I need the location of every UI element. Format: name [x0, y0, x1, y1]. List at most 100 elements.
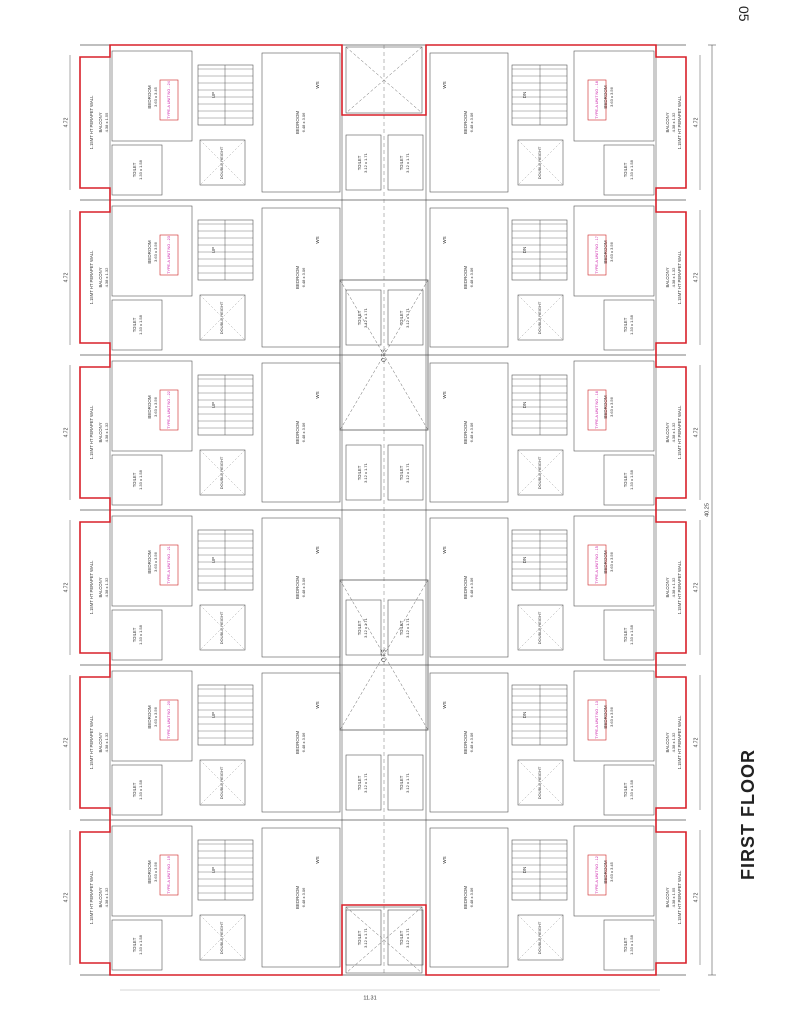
toilet-label: TOILET [623, 627, 628, 642]
double-height-label: DOUBLE HEIGHT [219, 766, 224, 799]
void-cross [199, 604, 246, 651]
center-toilet-label: TOILET [357, 775, 362, 790]
center-toilet-label: TOILET [399, 620, 404, 635]
unit-type-label: TYPE-A UNIT NO - 18 [595, 81, 599, 119]
stair-up-label: UP [211, 247, 216, 253]
balcony-parapet-label: 1.15MT HT PERAPET WALL [89, 715, 94, 770]
void-cross [199, 759, 246, 806]
bedroom-label: BEDROOM [147, 85, 152, 109]
center-toilet-outline [345, 444, 382, 501]
unit-type-tag [159, 389, 179, 431]
center-bedroom-size-label: 6.48 x 3.06 [301, 887, 306, 908]
center-bedroom-outline [261, 672, 341, 813]
center-toilet-size-label: 3.12 x 1.71 [363, 307, 368, 328]
double-height-void [199, 759, 246, 806]
center-bedroom-label: BEDROOM [463, 886, 468, 910]
bedroom-size-label: 3.63 x 3.45 [609, 861, 614, 882]
toilet-size-label: 1.33 x 1.58 [138, 469, 143, 490]
double-height-label: DOUBLE HEIGHT [219, 921, 224, 954]
double-height-void [517, 914, 564, 961]
unit-type-label: TYPE-A UNIT NO - 16 [595, 391, 599, 429]
bedroom-outline [111, 205, 193, 297]
center-bedroom-outline [429, 517, 509, 658]
bedroom-label: BEDROOM [603, 240, 608, 264]
stair-up-label: UP [211, 712, 216, 718]
ots-label: O.T.S. [381, 348, 387, 362]
balcony-size-label: 4.38 x 1.32 [104, 577, 109, 598]
bedroom-label: BEDROOM [147, 240, 152, 264]
toilet-label: TOILET [132, 782, 137, 797]
bedroom-size-label: 3.63 x 3.56 [609, 551, 614, 572]
ots-void [345, 46, 423, 114]
void-cross [517, 139, 564, 186]
center-bedroom-label: BEDROOM [463, 576, 468, 600]
unit-type-label: TYPE-A UNIT NO - 15 [595, 546, 599, 584]
toilet-label: TOILET [132, 317, 137, 332]
bedroom-size-label: 3.63 x 3.56 [153, 706, 158, 727]
bedroom-size-label: 3.63 x 3.56 [153, 861, 158, 882]
ots-void [345, 906, 423, 974]
bedroom-size-label: 3.63 x 3.56 [153, 241, 158, 262]
balcony-parapet-label: 1.15MT HT PERAPET WALL [677, 560, 682, 615]
balcony-label: BALCONY [98, 577, 103, 597]
toilet-size-label: 1.33 x 1.58 [138, 159, 143, 180]
double-height-label: DOUBLE HEIGHT [537, 921, 542, 954]
center-toilet-outline [387, 599, 424, 656]
balcony-size-label: 4.38 x 1.32 [671, 732, 676, 753]
double-height-void [199, 139, 246, 186]
center-toilet-size-label: 3.12 x 1.71 [405, 772, 410, 793]
unit-width-label: 4.72 [693, 737, 699, 747]
ws-label: WS [315, 701, 320, 708]
ots-void [339, 579, 429, 731]
center-toilet-size-label: 3.12 x 1.71 [405, 462, 410, 483]
void-cross [199, 294, 246, 341]
ots-cross [339, 579, 429, 731]
toilet-outline [111, 609, 163, 661]
unit-type-label: TYPE-A UNIT NO - 12 [595, 856, 599, 894]
balcony-label: BALCONY [98, 267, 103, 287]
stair-outline [511, 529, 568, 591]
double-height-void [517, 449, 564, 496]
toilet-label: TOILET [132, 162, 137, 177]
bedroom-size-label: 3.63 x 3.56 [609, 706, 614, 727]
bedroom-outline [111, 50, 193, 142]
void-cross [199, 139, 246, 186]
center-toilet-size-label: 3.12 x 1.71 [405, 617, 410, 638]
center-toilet-size-label: 3.12 x 1.71 [363, 462, 368, 483]
void-cross [517, 604, 564, 651]
unit-width-label: 4.72 [63, 272, 69, 282]
void-cross [517, 759, 564, 806]
bedroom-outline [573, 360, 655, 452]
toilet-size-label: 1.33 x 1.58 [629, 624, 634, 645]
void-cross [199, 914, 246, 961]
void-cross [517, 139, 564, 186]
center-bedroom-size-label: 6.48 x 3.06 [301, 112, 306, 133]
unit-width-label: 4.72 [63, 117, 69, 127]
unit-type-tag [159, 699, 179, 741]
double-height-label: DOUBLE HEIGHT [219, 456, 224, 489]
center-toilet-outline [387, 909, 424, 966]
double-height-label: DOUBLE HEIGHT [537, 301, 542, 334]
toilet-label: TOILET [132, 472, 137, 487]
balcony-label: BALCONY [98, 112, 103, 132]
bedroom-label: BEDROOM [147, 395, 152, 419]
toilet-outline [111, 764, 163, 816]
center-toilet-size-label: 3.12 x 1.71 [405, 307, 410, 328]
stair-outline [511, 684, 568, 746]
stair-dn-label: DN [522, 557, 527, 564]
unit-type-tag [587, 544, 607, 586]
toilet-label: TOILET [623, 937, 628, 952]
unit-width-label: 4.72 [693, 582, 699, 592]
toilet-label: TOILET [132, 937, 137, 952]
balcony-parapet-label: 1.15MT HT PERAPET WALL [89, 870, 94, 925]
center-bedroom-label: BEDROOM [463, 421, 468, 445]
bedroom-label: BEDROOM [147, 550, 152, 574]
stair-outline [511, 374, 568, 436]
stair-dn-label: DN [522, 402, 527, 409]
toilet-outline [603, 299, 655, 351]
balcony-parapet-label: 1.15MT HT PERAPET WALL [677, 95, 682, 150]
center-bedroom-size-label: 6.48 x 3.06 [301, 267, 306, 288]
center-bedroom-outline [429, 52, 509, 193]
stair-outline [197, 219, 254, 281]
